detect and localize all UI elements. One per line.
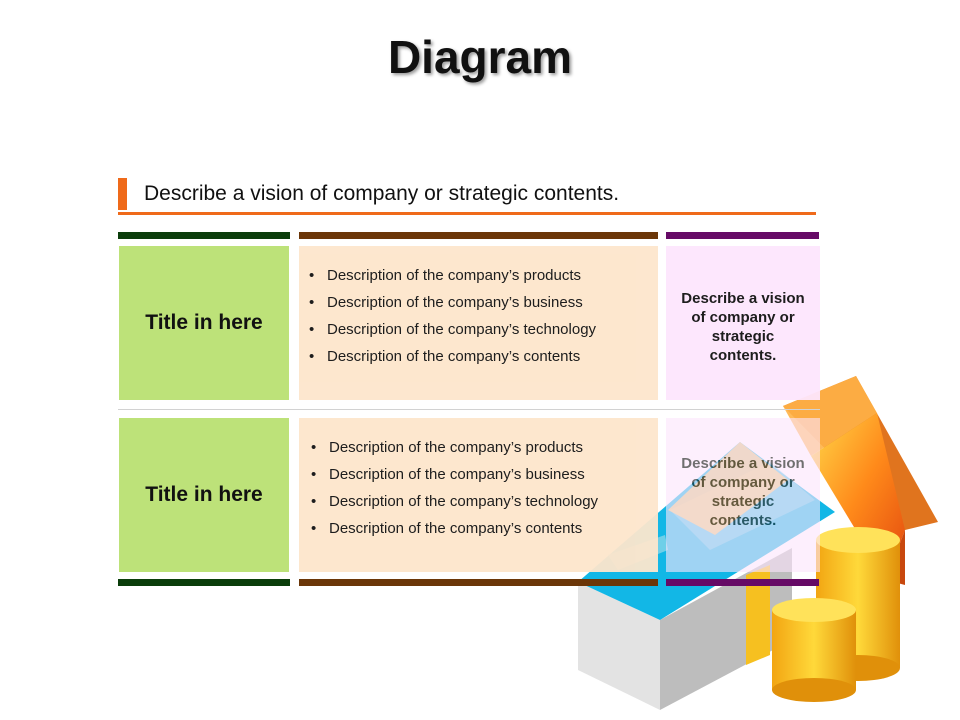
vision-line: strategic <box>711 328 775 345</box>
row-2-bottom-bar-purple <box>666 579 819 586</box>
row-2-title-cell: Title in here <box>119 418 289 572</box>
vision-line: of company or <box>691 474 795 491</box>
vision-line: strategic <box>711 493 775 510</box>
row-2-description-list: Description of the company’s products De… <box>311 434 598 542</box>
row-divider <box>118 409 820 410</box>
row-2-description-cell: Description of the company’s products De… <box>299 418 658 572</box>
row-1-description-cell: Description of the company’s products De… <box>299 246 658 400</box>
vision-line: Describe a vision <box>681 455 805 472</box>
subheading-accent-bar <box>118 178 127 210</box>
description-item: Description of the company’s technology <box>311 488 598 515</box>
description-item: Description of the company’s business <box>309 289 596 316</box>
description-item: Description of the company’s business <box>311 461 598 488</box>
coin-stack-icon <box>772 527 900 702</box>
row-1-title-cell: Title in here <box>119 246 289 400</box>
vision-line: contents. <box>709 347 777 364</box>
row-1-top-bar-brown <box>299 232 658 239</box>
vision-line: Describe a vision <box>681 290 805 307</box>
row-1-top-bar-green <box>118 232 290 239</box>
row-2-bottom-bar-green <box>118 579 290 586</box>
description-item: Description of the company’s products <box>311 434 598 461</box>
row-1-description-list: Description of the company’s products De… <box>309 262 596 370</box>
subheading-text: Describe a vision of company or strategi… <box>144 182 620 205</box>
description-item: Description of the company’s contents <box>311 515 598 542</box>
description-item: Description of the company’s products <box>309 262 596 289</box>
description-item: Description of the company’s technology <box>309 316 596 343</box>
row-1-vision-text: Describe a vision of company or strategi… <box>666 289 820 365</box>
vision-line: contents. <box>709 512 777 529</box>
vision-line: of company or <box>691 309 795 326</box>
page-title: Diagram <box>387 31 573 83</box>
row-2-bottom-bar-brown <box>299 579 658 586</box>
row-2-vision-text: Describe a vision of company or strategi… <box>666 454 820 530</box>
row-2-vision-cell: Describe a vision of company or strategi… <box>666 418 820 572</box>
row-1-top-bar-purple <box>666 232 819 239</box>
description-item: Description of the company’s contents <box>309 343 596 370</box>
subheading: Describe a vision of company or strategi… <box>118 178 816 215</box>
row-1-vision-cell: Describe a vision of company or strategi… <box>666 246 820 400</box>
